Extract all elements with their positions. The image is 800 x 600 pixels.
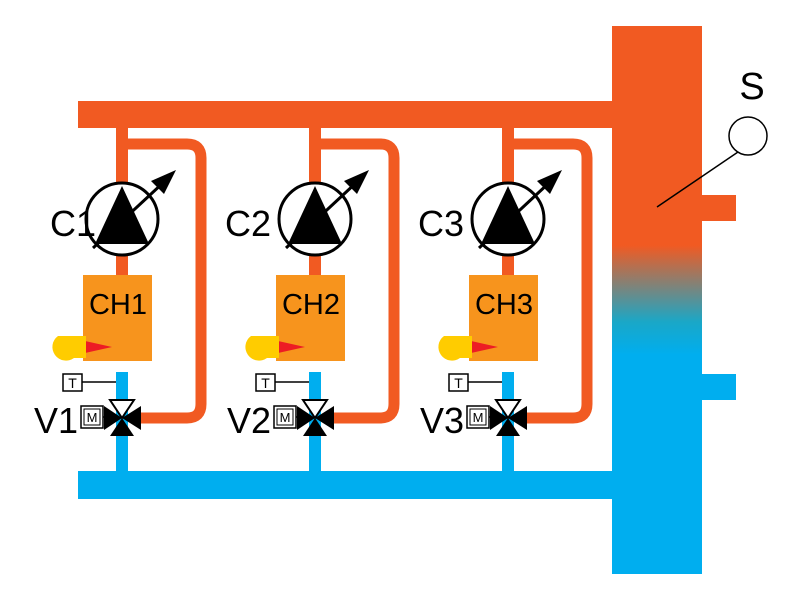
circulation-pump: C3 — [418, 170, 562, 257]
mixing-valve: M V3 — [420, 399, 527, 441]
boiler: CH3 — [438, 275, 538, 361]
pump-control-arrowhead — [537, 170, 562, 194]
separator-body — [612, 26, 702, 574]
valve-bottom-triangle — [110, 418, 134, 436]
burner-flame-icon — [471, 341, 498, 353]
thermostat-label: T — [68, 375, 77, 391]
hot-supply-header — [78, 101, 614, 128]
valve-label: V2 — [227, 400, 271, 441]
pump-arrow-icon — [288, 186, 342, 244]
temperature-sensor: S — [656, 66, 768, 208]
valve-motor-label: M — [87, 410, 98, 425]
valve-bottom-triangle — [496, 418, 520, 436]
pump-arrow-icon — [95, 186, 149, 244]
bypass-loop — [509, 138, 593, 424]
valve-right-triangle — [508, 406, 527, 430]
valve-top-triangle — [108, 399, 136, 420]
boiler-unit-3: C3 CH3 T M V3 — [418, 126, 593, 475]
separator-cold-inlet — [700, 374, 736, 400]
boiler-label: CH2 — [282, 289, 340, 321]
pump-control-arrow — [284, 179, 360, 250]
boiler-unit-2: C2 CH2 T M V2 — [225, 126, 400, 475]
thermostat-label: T — [454, 375, 463, 391]
valve-motor-inner — [276, 408, 294, 426]
bypass-loop — [316, 138, 400, 424]
valve-bottom-triangle — [303, 418, 327, 436]
valve-motor-label: M — [280, 410, 291, 425]
pump-control-arrow — [91, 179, 167, 250]
mixing-valve: M V2 — [227, 399, 334, 441]
burner-icon — [245, 336, 279, 361]
valve-top-triangle — [494, 399, 522, 420]
pump-arrow-icon — [481, 186, 535, 244]
valve-motor-inner — [469, 408, 487, 426]
sensor-circle — [728, 116, 768, 156]
cold-return-header — [78, 471, 614, 499]
pump-label: C2 — [225, 203, 271, 244]
hydraulic-separator — [612, 26, 736, 574]
pump-control-arrowhead — [151, 170, 176, 194]
thermostat: T — [255, 373, 309, 392]
valve-motor-label: M — [473, 410, 484, 425]
mixing-valve: M V1 — [34, 399, 141, 441]
burner-flame-icon — [278, 341, 305, 353]
pump-label: C3 — [418, 203, 464, 244]
thermostat-label: T — [261, 375, 270, 391]
valve-left-triangle — [297, 406, 315, 430]
bypass-loop — [123, 138, 207, 424]
sensor-label: S — [739, 66, 764, 108]
valve-right-triangle — [122, 406, 141, 430]
boiler-unit-1: C1 CH1 T M V1 — [34, 126, 207, 475]
valve-top-triangle — [301, 399, 329, 420]
valve-right-triangle — [315, 406, 334, 430]
boiler: CH2 — [245, 275, 345, 361]
valve-left-triangle — [490, 406, 508, 430]
burner-icon — [438, 336, 472, 361]
valve-left-triangle — [104, 406, 122, 430]
circulation-pump: C2 — [225, 170, 369, 257]
thermostat: T — [448, 373, 502, 392]
pump-control-arrowhead — [344, 170, 369, 194]
circulation-pump: C1 — [50, 170, 176, 257]
boiler: CH1 — [52, 275, 152, 361]
boiler-label: CH1 — [89, 289, 147, 321]
valve-motor-inner — [83, 408, 101, 426]
burner-flame-icon — [85, 341, 112, 353]
valve-label: V3 — [420, 400, 464, 441]
boiler-label: CH3 — [475, 289, 533, 321]
sensor-probe-line — [656, 151, 739, 208]
separator-hot-outlet — [700, 195, 736, 221]
pump-control-arrow — [477, 179, 553, 250]
valve-label: V1 — [34, 400, 78, 441]
thermostat: T — [62, 373, 116, 392]
pump-label: C1 — [50, 203, 96, 244]
burner-icon — [52, 336, 86, 361]
